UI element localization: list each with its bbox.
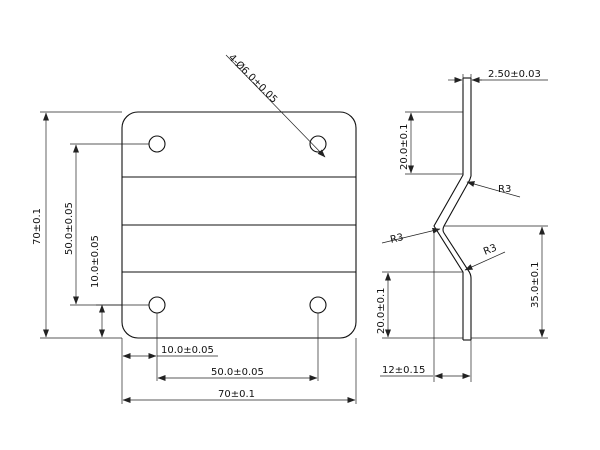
top-flange-label: 20.0±0.1 (399, 123, 410, 170)
profile-outer (433, 78, 464, 340)
side-view: 2.50±0.03 20.0±0.1 20.0±0.1 35.0±0.1 12±… (376, 69, 548, 382)
offset-label: 12±0.15 (382, 365, 425, 376)
hole-bottom-left (148, 296, 166, 314)
bottom-flange-label: 20.0±0.1 (376, 287, 387, 334)
hole-bottom-right (309, 296, 327, 314)
hole-spacing-h-label: 50.0±0.05 (211, 367, 264, 378)
hole-edge-h-label: 10.0±0.05 (161, 345, 214, 356)
radius-label-1: R3 (498, 184, 511, 195)
bend-height-label: 35.0±0.1 (530, 261, 541, 308)
hole-edge-v-label: 10.0±0.05 (90, 235, 101, 288)
width-total-label: 70±0.1 (218, 389, 255, 400)
thickness-label: 2.50±0.03 (488, 69, 541, 80)
profile-inner (442, 78, 472, 340)
hole-callout-leader (225, 54, 326, 158)
hole-top-left (148, 135, 166, 153)
radius-label-2: R3 (389, 232, 404, 246)
hole-spacing-v-label: 50.0±0.05 (64, 202, 75, 255)
height-total-label: 70±0.1 (32, 208, 43, 245)
hole-callout-text: 4-Ø6.0±0.05 (226, 52, 280, 106)
radius-label-3: R3 (482, 243, 498, 258)
front-view: 4-Ø6.0±0.05 70±0.1 50.0±0.05 10.0±0.05 1… (32, 52, 357, 404)
